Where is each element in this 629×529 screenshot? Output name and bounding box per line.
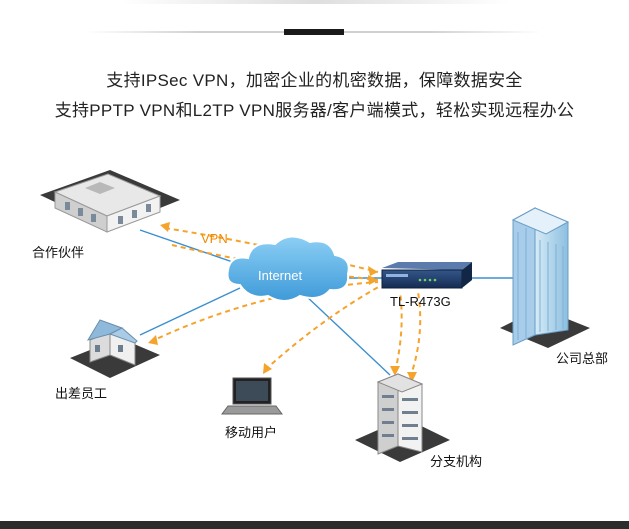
tunnel-partner-a: [164, 227, 379, 273]
header-divider-accent: [284, 29, 344, 35]
branch-building-icon: [355, 373, 450, 462]
top-ghost-line: [120, 0, 510, 4]
internet-label: Internet: [258, 268, 303, 283]
network-diagram-svg: [40, 170, 590, 462]
cloud-icon: [226, 235, 350, 302]
partner-building-icon: [40, 170, 180, 233]
tunnel-mobile: [264, 285, 381, 371]
headline-line-2: 支持PPTP VPN和L2TP VPN服务器/客户端模式，轻松实现远程办公: [54, 101, 575, 120]
headquarters-label: 公司总部: [556, 351, 609, 366]
vpn-label: VPN: [201, 231, 228, 246]
router-model-label: TL-R473G: [390, 294, 451, 309]
laptop-icon: [221, 377, 283, 415]
link-branch: [304, 294, 391, 376]
bottom-bar: [0, 521, 629, 529]
branch-label: 分支机构: [430, 454, 483, 469]
link-business-trip: [139, 287, 241, 336]
router-icon: [381, 262, 472, 289]
tunnel-business-trip: [149, 281, 379, 343]
headquarters-tower-icon: [500, 207, 590, 348]
partner-label: 合作伙伴: [32, 245, 85, 260]
mobile-user-label: 移动用户: [225, 425, 278, 440]
tunnel-branch-a: [394, 291, 403, 373]
vpn-arrowheads: [148, 222, 417, 382]
vpn-network-diagram: VPN Internet TL-R473G 合作伙伴 出差员工 移动用户 分支机…: [0, 150, 629, 520]
business-trip-house-icon: [70, 319, 160, 378]
business-trip-label: 出差员工: [55, 386, 108, 401]
headline-line-1: 支持IPSec VPN，加密企业的机密数据，保障数据安全: [106, 71, 523, 90]
